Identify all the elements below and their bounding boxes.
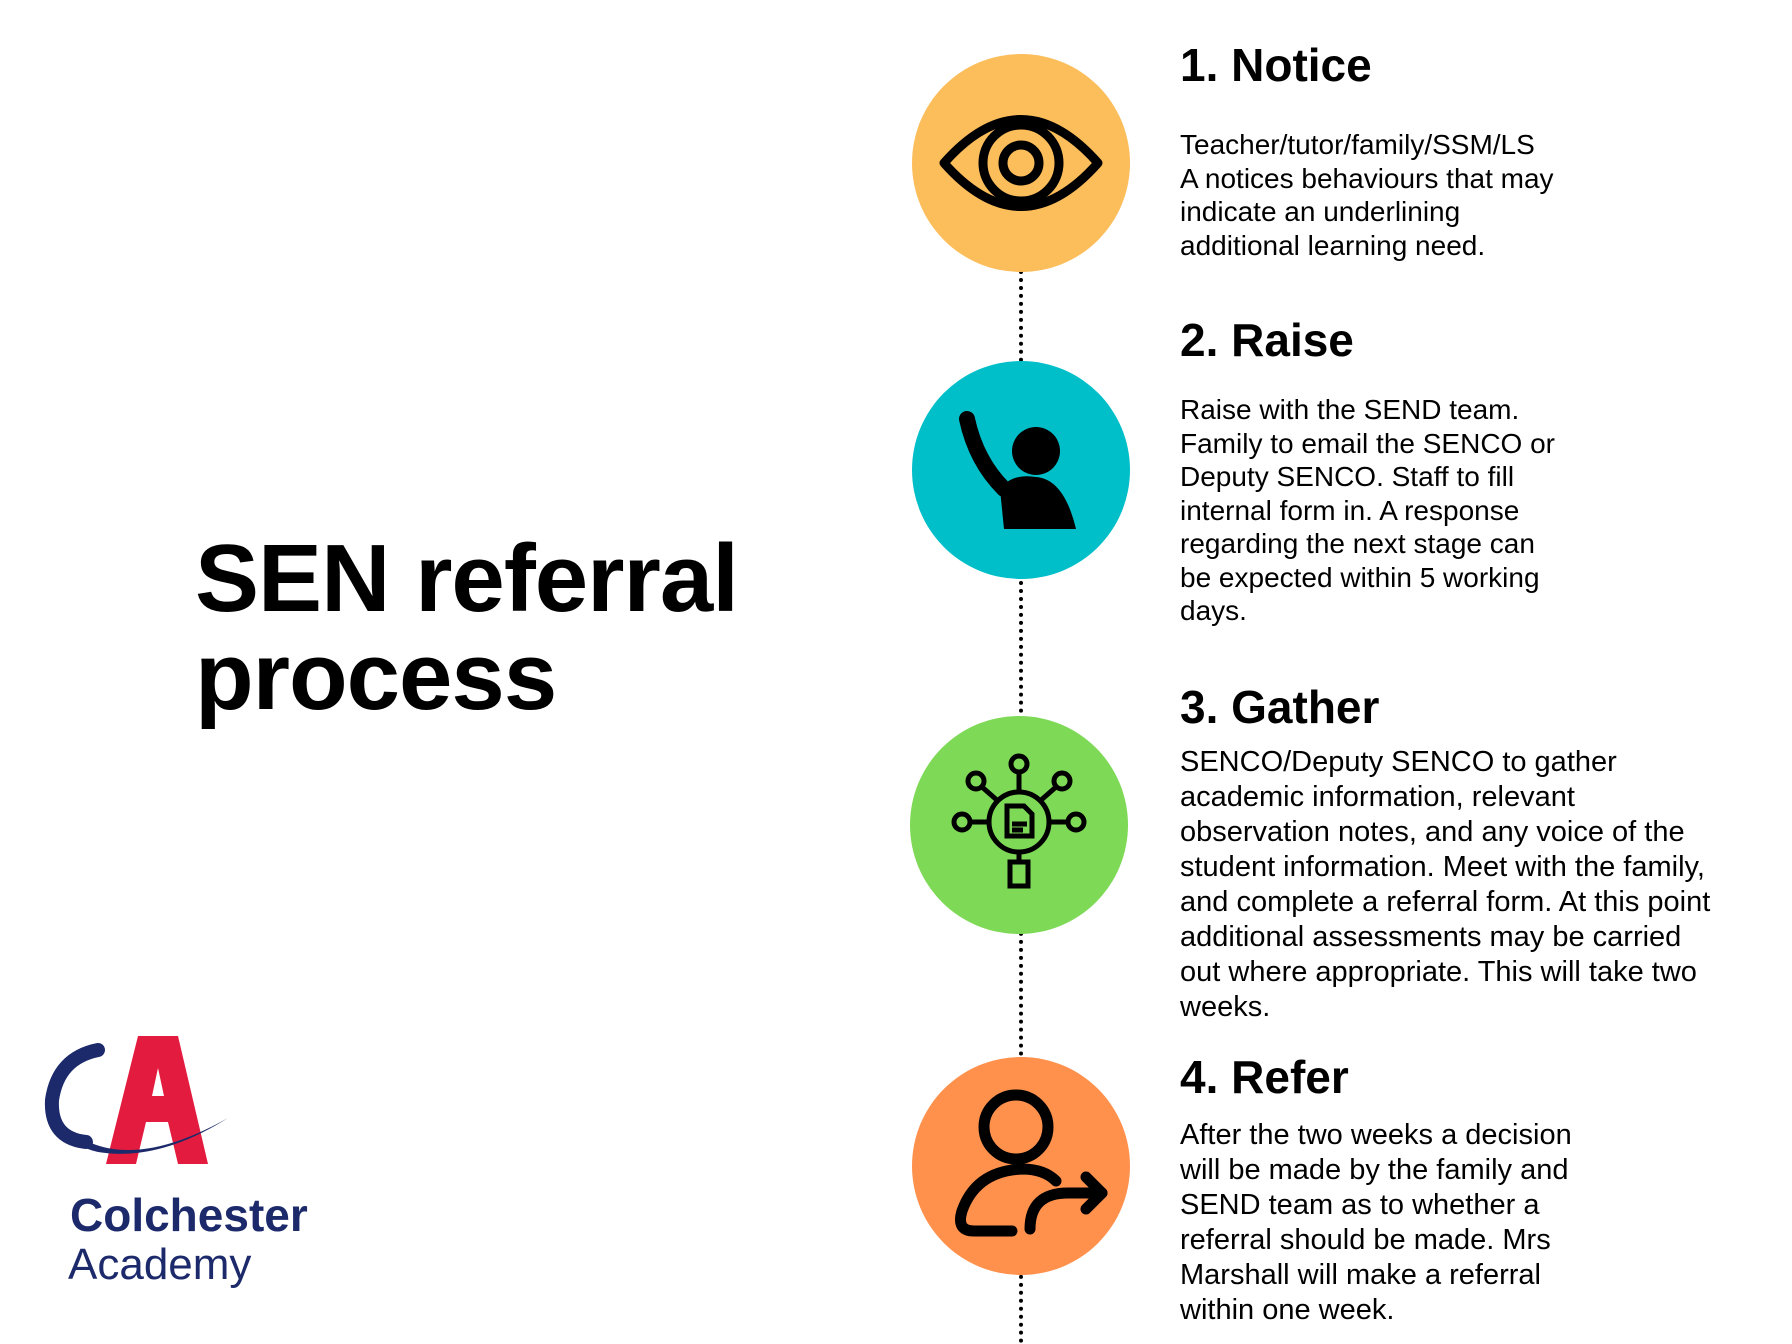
- gather-circle: [910, 716, 1128, 934]
- text-line: academic information, relevant: [1180, 781, 1575, 813]
- step-heading-raise: 2. Raise: [1180, 314, 1354, 366]
- notice-circle: [912, 54, 1130, 272]
- text-line: regarding the next stage can: [1180, 528, 1535, 559]
- text-line: observation notes, and any voice of the: [1180, 816, 1685, 848]
- text-line: A notices behaviours that may: [1180, 162, 1554, 194]
- raise-circle: [912, 361, 1130, 579]
- step-text-refer: After the two weeks a decision will be m…: [1180, 1118, 1572, 1328]
- user-refer-icon: [955, 1089, 1108, 1237]
- text-line: Raise with the SEND team.: [1180, 394, 1520, 425]
- title-line-1: SEN referral: [195, 525, 739, 632]
- logo-subtitle: Academy: [68, 1240, 252, 1289]
- text-line: weeks.: [1180, 991, 1271, 1023]
- text-line: SEND team as to whether a: [1180, 1189, 1540, 1221]
- text-line: SENCO/Deputy SENCO to gather: [1180, 746, 1617, 778]
- step-text-gather: SENCO/Deputy SENCO to gather academic in…: [1180, 745, 1710, 1025]
- text-line: additional learning need.: [1180, 229, 1486, 261]
- text-line: After the two weeks a decision: [1180, 1119, 1572, 1151]
- text-line: out where appropriate. This will take tw…: [1180, 956, 1697, 988]
- colchester-academy-logo: [44, 1036, 228, 1164]
- logo-name: Colchester: [70, 1189, 308, 1241]
- text-line: Family to email the SENCO or: [1180, 427, 1555, 459]
- text-line: internal form in. A response: [1180, 494, 1520, 526]
- text-line: Teacher/tutor/family/SSM/LS: [1180, 129, 1535, 160]
- document-network-icon: [951, 753, 1087, 889]
- step-heading-refer: 4. Refer: [1180, 1051, 1349, 1103]
- page-title: SEN referral process: [195, 530, 739, 726]
- step-heading-gather: 3. Gather: [1180, 681, 1380, 733]
- step-text-notice: Teacher/tutor/family/SSM/LS A notices be…: [1180, 128, 1554, 262]
- text-line: referral should be made. Mrs: [1180, 1224, 1551, 1256]
- text-line: Deputy SENCO. Staff to fill: [1180, 461, 1515, 492]
- refer-circle: [912, 1057, 1130, 1275]
- step-heading-notice: 1. Notice: [1180, 39, 1372, 91]
- text-line: indicate an underlining: [1180, 196, 1461, 227]
- step-text-raise: Raise with the SEND team. Family to emai…: [1180, 393, 1555, 628]
- text-line: days.: [1180, 595, 1247, 626]
- title-line-2: process: [195, 623, 557, 730]
- eye-icon: [939, 115, 1103, 211]
- text-line: will be made by the family and: [1180, 1154, 1569, 1186]
- text-line: Marshall will make a referral: [1180, 1259, 1541, 1291]
- text-line: and complete a referral form. At this po…: [1180, 886, 1711, 918]
- text-line: additional assessments may be carried: [1180, 921, 1682, 953]
- text-line: student information. Meet with the famil…: [1180, 851, 1705, 883]
- raised-hand-icon: [959, 411, 1076, 529]
- text-line: be expected within 5 working: [1180, 561, 1540, 593]
- text-line: within one week.: [1180, 1294, 1395, 1326]
